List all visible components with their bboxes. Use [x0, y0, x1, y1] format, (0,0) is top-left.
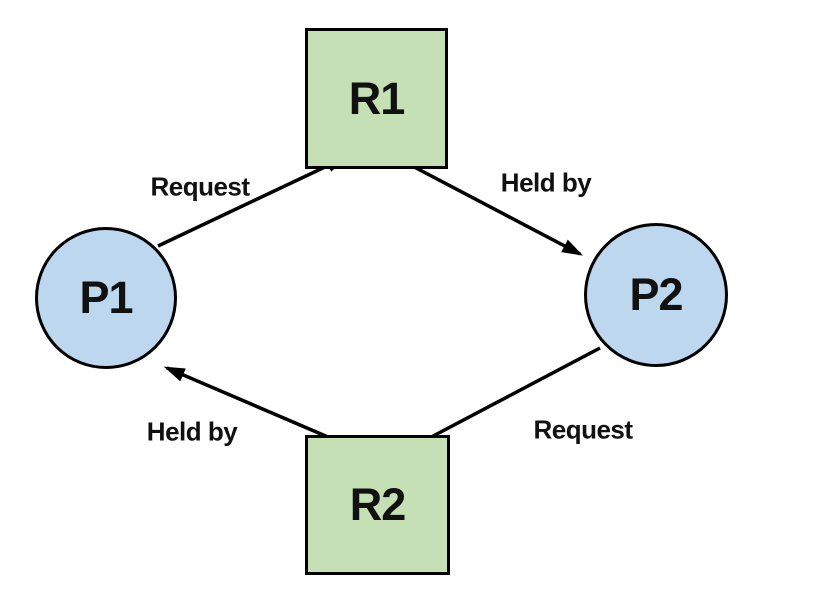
- edge-label-request-p1-r1: Request: [150, 171, 250, 202]
- edge-label-heldby-r1-p2: Held by: [500, 167, 592, 198]
- node-resource-r1: R1: [305, 28, 448, 169]
- edge-p1-to-r1-request-arrow: [157, 156, 348, 248]
- node-p2-label: P2: [629, 269, 683, 320]
- node-r2-label: R2: [349, 479, 407, 530]
- node-process-p1: P1: [35, 227, 177, 369]
- edge-label-heldby-r2-p1: Held by: [146, 416, 238, 447]
- edge-label-request-p2-r2: Request: [533, 414, 633, 445]
- node-p1-label: P1: [79, 272, 133, 323]
- node-resource-r2: R2: [305, 435, 450, 575]
- node-r1-label: R1: [348, 72, 406, 124]
- node-process-p2: P2: [584, 223, 728, 367]
